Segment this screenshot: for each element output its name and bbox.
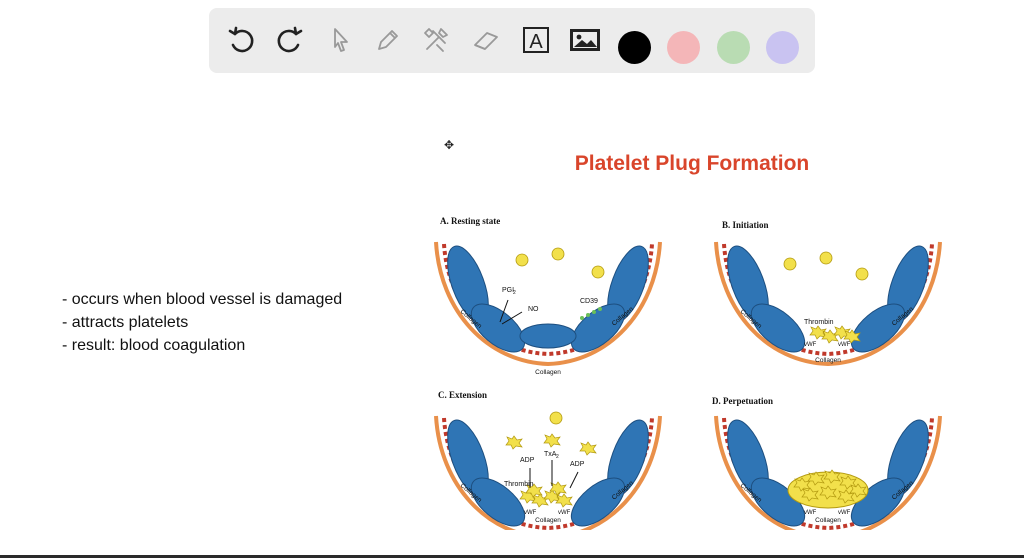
panel-d-title: D. Perpetuation [712,396,773,406]
label-pgi2-subscript: 2 [513,290,516,296]
pointer-button[interactable] [322,22,358,58]
label-txa2: TxA [544,451,557,458]
resting-platelet [551,247,565,261]
label-vwf-right: vWF [838,342,851,348]
pencil-button[interactable] [370,22,406,58]
panel-d-perpetuation: D. Perpetuation vWF vWF Collagen Collage… [712,396,942,530]
color-purple-swatch[interactable] [766,31,799,64]
label-adp-left: ADP [520,457,535,464]
text-icon-letter: A [529,31,543,53]
tools-icon [424,28,448,52]
label-adp-right: ADP [570,461,585,468]
redo-button[interactable] [272,22,308,58]
panel-b-initiation: B. Initiation Thrombin vWF vWF Collagen … [714,220,942,366]
note-line: - occurs when blood vessel is damaged [62,291,343,308]
eraser-button[interactable] [468,22,504,58]
move-cursor-icon: ✥ [444,138,455,152]
note-line: - attracts platelets [62,314,189,331]
bottom-border [0,555,1024,558]
handwritten-notes: - occurs when blood vessel is damaged - … [62,288,342,357]
label-vwf-right: vWF [838,510,851,516]
endothelial-cell [519,323,577,349]
panel-a-title: A. Resting state [440,216,500,226]
eraser-icon [474,32,498,50]
panel-c-title: C. Extension [438,390,487,400]
label-vwf-left: vWF [804,342,817,348]
label-txa2-subscript: 2 [556,454,559,460]
panel-c-extension: C. Extension ADP TxA 2 ADP Thrombin vWF … [434,390,662,530]
image-icon [570,29,600,51]
panel-a-resting-state: A. Resting state PGI 2 NO CD39 Collagen … [434,216,662,376]
label-thrombin: Thrombin [504,481,534,488]
resting-platelet [783,257,797,271]
undo-icon [228,26,254,53]
label-thrombin: Thrombin [804,319,834,326]
undo-button[interactable] [223,22,259,58]
pointer-icon [334,28,348,52]
label-collagen-bottom: Collagen [535,517,561,524]
color-black-swatch[interactable] [618,31,651,64]
text-tool-button[interactable]: A [518,22,554,58]
resting-platelet [591,265,605,279]
label-cd39: CD39 [580,298,598,305]
label-vwf-right: vWF [558,510,571,516]
label-vwf-left: vWF [524,510,537,516]
color-green-swatch[interactable] [717,31,750,64]
resting-platelet [549,411,563,425]
redo-icon [277,26,303,53]
panel-b-title: B. Initiation [722,220,769,230]
note-line: - result: blood coagulation [62,337,246,354]
figure-title: Platelet Plug Formation [575,152,810,175]
image-button[interactable] [567,22,603,58]
resting-platelet [855,267,869,281]
tools-button[interactable] [418,22,454,58]
resting-platelet [819,251,833,265]
label-collagen-bottom: Collagen [535,369,561,376]
platelet-plug-figure: Platelet Plug Formation A. Resting state… [434,152,942,530]
resting-platelet [515,253,529,267]
drawing-toolbar: A [209,8,815,73]
color-pink-swatch[interactable] [667,31,700,64]
text-box-icon: A [523,27,549,53]
pencil-icon [378,30,398,50]
label-collagen-bottom: Collagen [815,357,841,364]
label-vwf-left: vWF [804,510,817,516]
label-no: NO [528,306,539,313]
label-pgi2: PGI [502,287,514,294]
label-collagen-bottom: Collagen [815,517,841,524]
